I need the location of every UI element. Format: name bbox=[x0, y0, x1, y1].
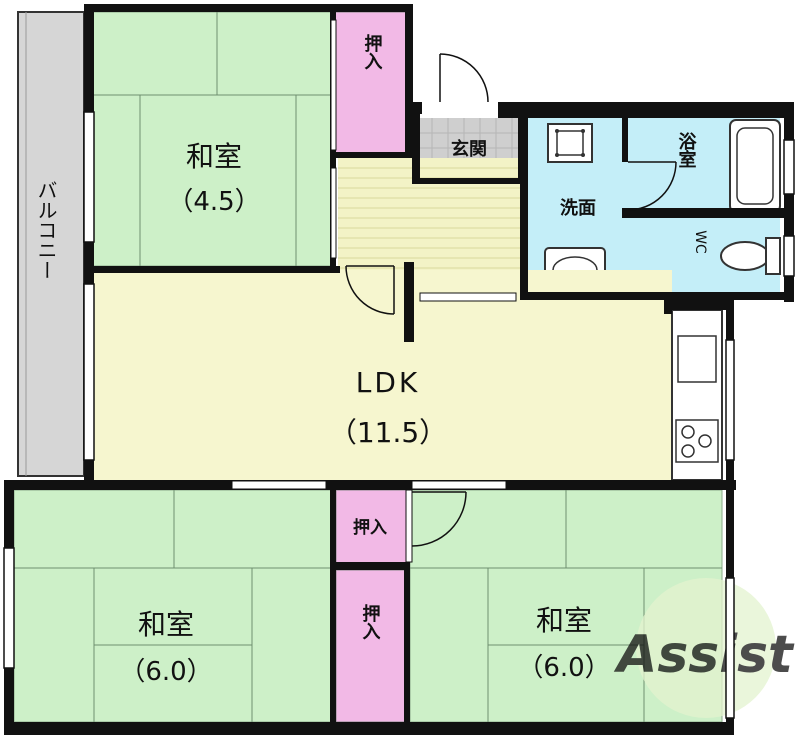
sink-icon bbox=[677, 335, 717, 383]
washitsu-right-size: （6.0） bbox=[517, 653, 610, 683]
toilet-icon bbox=[720, 237, 781, 275]
tatami-lines-right bbox=[410, 490, 722, 722]
balcony-area bbox=[17, 11, 85, 477]
logo-text: Assist bbox=[613, 625, 795, 685]
washitsu-left-floor bbox=[13, 489, 333, 723]
kitchen-counter bbox=[671, 309, 723, 481]
genkan-label: 玄関 bbox=[451, 138, 487, 160]
washitsu-top-name: 和室 bbox=[186, 140, 242, 173]
wc-label: WC bbox=[692, 230, 708, 254]
ldk-name: LDK bbox=[356, 366, 421, 399]
washitsu-right-name: 和室 bbox=[536, 604, 592, 637]
oshiire-bottom-label: 押入 bbox=[360, 603, 381, 640]
tatami-lines-left bbox=[14, 490, 332, 722]
windows bbox=[3, 111, 795, 719]
washitsu-left-name: 和室 bbox=[138, 608, 194, 641]
ldk-size: （11.5） bbox=[329, 416, 447, 449]
swing-doors bbox=[345, 53, 677, 547]
washitsu-top-size: （4.5） bbox=[167, 187, 260, 217]
washitsu-top-floor bbox=[91, 11, 333, 267]
ldk-floor bbox=[94, 270, 672, 480]
sliding-doors bbox=[231, 19, 517, 581]
washing-machine-icon bbox=[547, 123, 593, 163]
assist-logo: Assist bbox=[613, 578, 795, 718]
oshiire-bottom-floor bbox=[335, 569, 407, 723]
senmen-label: 洗面 bbox=[560, 197, 596, 219]
oshiire-mid-floor bbox=[335, 489, 407, 565]
balcony-label: バルコニー bbox=[34, 180, 58, 280]
oshiire-mid-label: 押入 bbox=[353, 517, 387, 538]
tatami-lines-top bbox=[92, 12, 332, 266]
washitsu-left-size: （6.0） bbox=[119, 657, 212, 687]
oshiire-top-label: 押入 bbox=[362, 33, 383, 70]
yokushitsu-label: 浴室 bbox=[676, 132, 697, 168]
